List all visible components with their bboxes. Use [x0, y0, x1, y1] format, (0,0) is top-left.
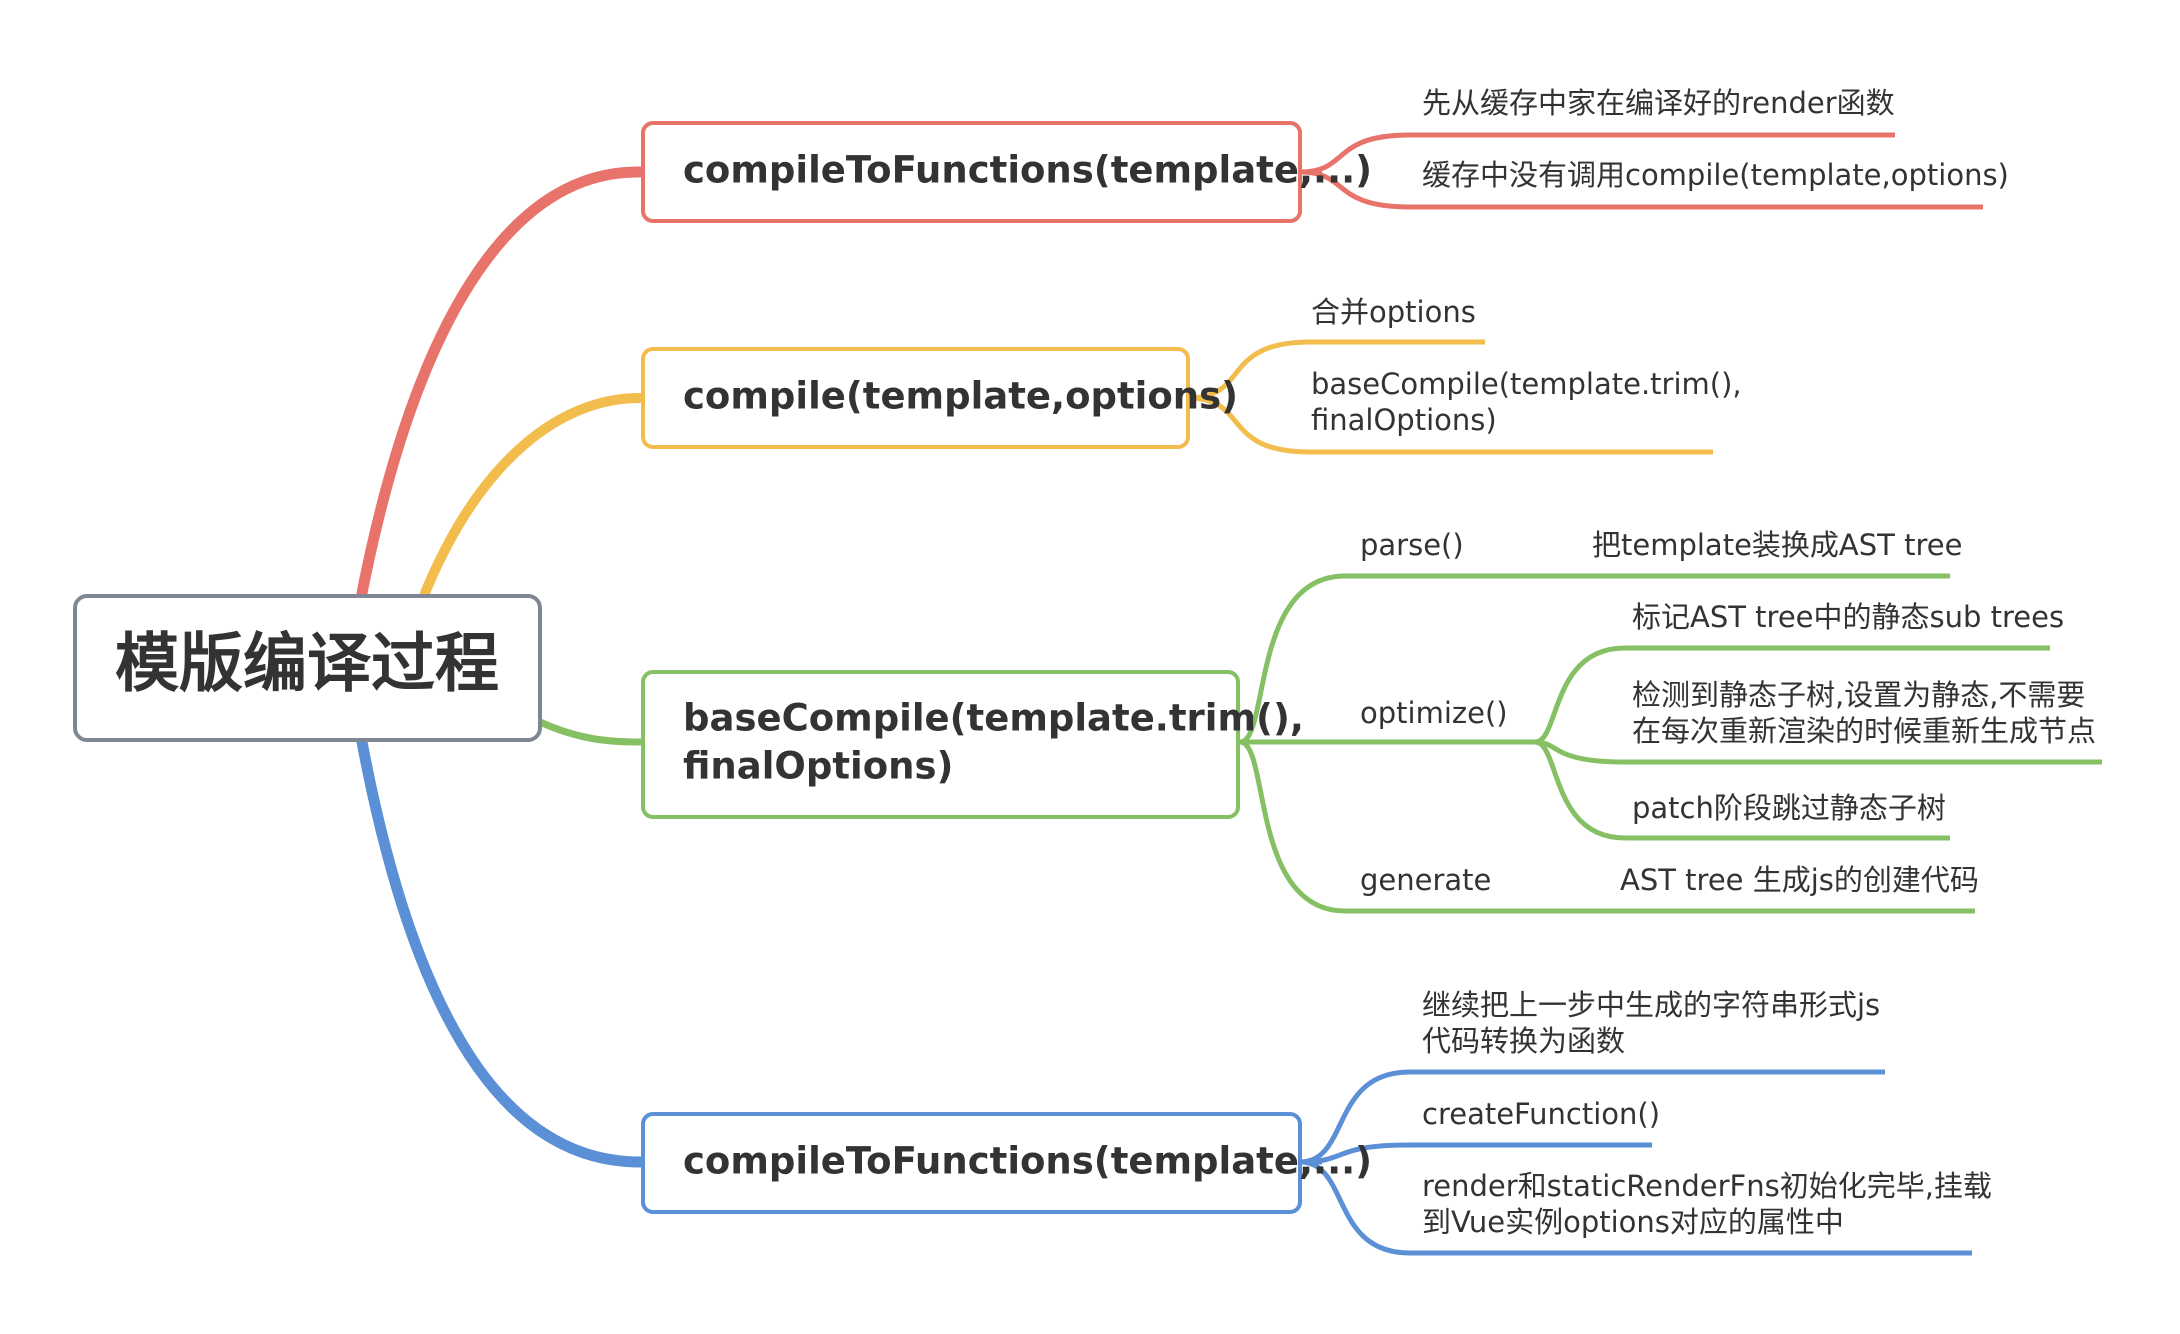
branch2-leaf-connector-2	[1187, 395, 1713, 455]
branch3-connector-parse	[1239, 573, 1950, 745]
root-box	[73, 594, 542, 742]
connector-blue	[356, 736, 646, 1168]
node-compile-to-functions-1[interactable]: compileToFunctions(template,...)	[641, 121, 1372, 223]
node-label-line2: finalOptions)	[683, 745, 953, 788]
root-node[interactable]: 模版编译过程	[73, 594, 542, 742]
node-compile-to-functions-2[interactable]: compileToFunctions(template,...)	[641, 1112, 1372, 1214]
leaf-create-function: createFunction()	[1422, 1097, 1660, 1131]
leaf-optimize-mark: 标记AST tree中的静态sub trees	[1632, 600, 2064, 634]
node-box	[641, 121, 1302, 223]
leaf-optimize-detect-line1: 检测到静态子树,设置为静态,不需要	[1632, 678, 2085, 712]
node-label: compileToFunctions(template,...)	[683, 149, 1372, 192]
node-label: compileToFunctions(template,...)	[683, 1140, 1372, 1183]
node-label: compile(template,options)	[683, 375, 1238, 418]
sub-generate: generate	[1360, 863, 1491, 897]
node-box	[641, 347, 1190, 449]
branch4-leaf-connector-3	[1299, 1159, 1972, 1256]
node-box	[641, 670, 1240, 819]
optimize-connector-3	[1534, 739, 1950, 841]
leaf-optimize-detect-line2: 在每次重新渲染的时候重新生成节点	[1632, 714, 2096, 748]
optimize-connector-1	[1534, 645, 2050, 745]
connector-red	[356, 166, 646, 599]
leaf-generate-desc: AST tree 生成js的创建代码	[1620, 863, 1979, 897]
branch-compile-to-functions-2	[1299, 1069, 1972, 1256]
node-label-line1: baseCompile(template.trim(),	[683, 697, 1304, 740]
leaf-load-from-cache: 先从缓存中家在编译好的render函数	[1422, 86, 1895, 120]
root-label: 模版编译过程	[115, 628, 499, 702]
leaf-mount-render-line1: render和staticRenderFns初始化完毕,挂载	[1422, 1169, 1992, 1203]
leaf-parse-desc: 把template装换成AST tree	[1592, 528, 1962, 562]
branch4-leaf-connector-1	[1299, 1069, 1885, 1165]
branch-compile	[1187, 339, 1713, 455]
node-box	[641, 1112, 1302, 1214]
branch2-leaf-connector-1	[1187, 339, 1485, 401]
node-base-compile[interactable]: baseCompile(template.trim(), finalOption…	[641, 670, 1304, 819]
connector-green	[536, 718, 644, 746]
sub-parse: parse()	[1360, 528, 1464, 562]
leaf-optimize-patch: patch阶段跳过静态子树	[1632, 791, 1946, 825]
branch3-connector-generate	[1239, 739, 1975, 914]
leaf-convert-to-function-line2: 代码转换为函数	[1422, 1024, 1625, 1058]
connector-yellow	[420, 393, 645, 598]
root-connectors	[356, 166, 646, 1168]
leaf-call-compile: 缓存中没有调用compile(template,options)	[1422, 158, 2009, 192]
node-compile[interactable]: compile(template,options)	[641, 347, 1238, 449]
leaf-base-compile-line1: baseCompile(template.trim(),	[1311, 367, 1742, 401]
leaf-base-compile-line2: finalOptions)	[1311, 403, 1497, 437]
leaf-merge-options: 合并options	[1311, 295, 1476, 329]
sub-optimize: optimize()	[1360, 696, 1508, 730]
branch-base-compile	[1239, 573, 2102, 914]
leaf-convert-to-function-line1: 继续把上一步中生成的字符串形式js	[1422, 988, 1880, 1022]
branch-compile-to-functions-1	[1299, 132, 1983, 210]
leaf-mount-render-line2: 到Vue实例options对应的属性中	[1422, 1205, 1844, 1239]
